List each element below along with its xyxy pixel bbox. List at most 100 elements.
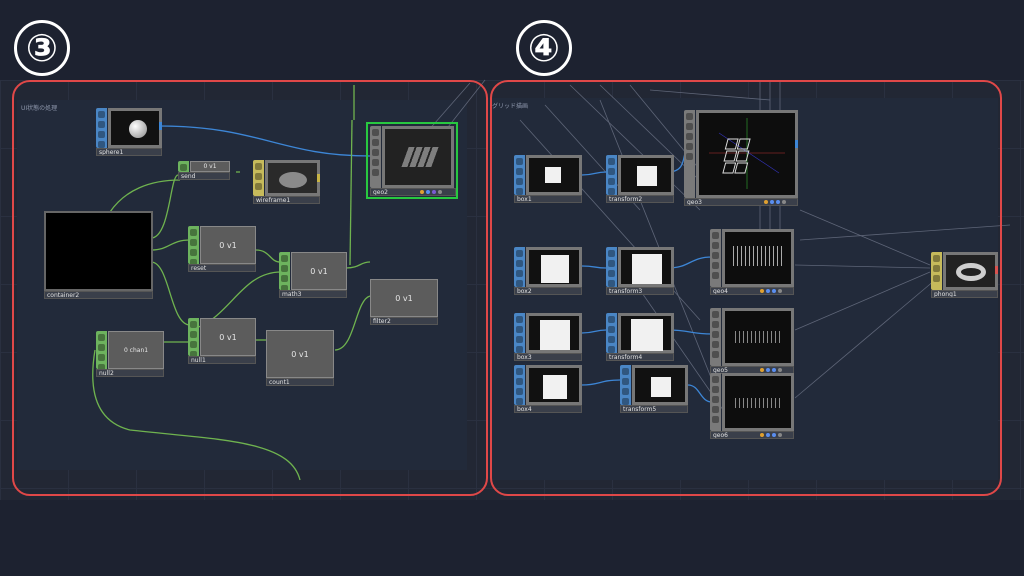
node-geo6[interactable]: geo6 [710, 373, 794, 440]
material-preview-icon [279, 172, 307, 188]
box1-label: box1 [514, 195, 582, 203]
box-preview [543, 375, 567, 399]
geo6-viewer [722, 373, 794, 431]
geo2-viewer [382, 126, 454, 188]
sphere1-output-port[interactable] [159, 122, 162, 130]
geo5-flags [760, 368, 782, 372]
send-label: send [178, 172, 230, 180]
null2-value: 0 chan1 [108, 331, 164, 369]
sphere1-label: sphere1 [96, 148, 162, 156]
box2-label: box2 [514, 287, 582, 295]
node-box2-strip [514, 247, 525, 287]
node-null1[interactable]: 0 v1 null1 [188, 318, 256, 365]
geo6-flags [760, 433, 782, 437]
node-wireframe1[interactable]: wireframe1 [253, 160, 320, 205]
math3-value: 0 v1 [291, 252, 347, 290]
null1-label: null1 [188, 356, 256, 364]
node-geo4[interactable]: geo4 [710, 229, 794, 296]
container2-viewer [44, 211, 153, 291]
step-badge-3: ③ [14, 20, 70, 76]
wireframe1-label: wireframe1 [253, 196, 320, 204]
transform-gizmo-icon [709, 118, 785, 189]
node-send[interactable]: 0 v1 send [178, 161, 230, 183]
geo5-viewer [722, 308, 794, 366]
geo2-flags [420, 190, 442, 194]
node-geo5-strip [710, 308, 721, 366]
node-sphere1[interactable]: sphere1 [96, 108, 162, 156]
node-wireframe1-strip [253, 160, 264, 196]
node-math3-strip [279, 252, 290, 292]
node-box2[interactable]: box2 [514, 247, 582, 296]
node-geo5[interactable]: geo5 [710, 308, 794, 375]
section-3-highlight [12, 80, 488, 496]
geo3-output-port[interactable] [795, 140, 798, 148]
node-null2[interactable]: 0 chan1 null2 [96, 331, 164, 378]
node-phong1[interactable]: phong1 [931, 252, 998, 299]
geo3-viewer [696, 110, 798, 198]
box-preview [631, 319, 663, 351]
transform5-viewer [632, 365, 688, 405]
torus-preview-icon [956, 263, 986, 281]
box-preview [632, 254, 662, 284]
node-phong1-strip [931, 252, 942, 290]
node-transform2-strip [606, 155, 617, 195]
node-box4-strip [514, 365, 525, 405]
node-transform3-strip [606, 247, 617, 287]
box1-viewer [526, 155, 582, 195]
phong1-viewer [943, 252, 998, 290]
bars-geometry-icon [735, 331, 783, 343]
node-box1-strip [514, 155, 525, 195]
node-reset[interactable]: 0 v1 reset [188, 226, 256, 273]
node-transform4[interactable]: transform4 [606, 313, 674, 362]
wireframe1-output-port[interactable] [317, 174, 320, 182]
transform5-label: transform5 [620, 405, 688, 413]
node-transform3[interactable]: transform3 [606, 247, 674, 296]
filter2-value: 0 v1 [370, 279, 438, 317]
send-value: 0 v1 [190, 161, 230, 172]
null2-label: null2 [96, 369, 164, 377]
node-geo3[interactable]: geo3 [684, 110, 798, 208]
node-null1-strip [188, 318, 199, 358]
geo3-flags [764, 200, 786, 204]
node-count1[interactable]: 0 v1 count1 [266, 330, 334, 387]
node-geo3-strip [684, 110, 695, 198]
bars-geometry-icon [733, 246, 785, 266]
node-filter2[interactable]: 0 v1 filter2 [370, 279, 438, 326]
transform3-viewer [618, 247, 674, 287]
box3-label: box3 [514, 353, 582, 361]
node-geo4-strip [710, 229, 721, 287]
node-transform5[interactable]: transform5 [620, 365, 688, 414]
node-send-strip [178, 161, 189, 172]
sphere-icon [129, 120, 147, 138]
node-geo2-strip [370, 126, 381, 188]
phong1-output-port[interactable] [995, 266, 998, 274]
transform3-label: transform3 [606, 287, 674, 295]
node-geo6-strip [710, 373, 721, 431]
node-box1[interactable]: box1 [514, 155, 582, 204]
box-preview [541, 255, 569, 283]
box3-viewer [526, 313, 582, 353]
box-preview [540, 320, 570, 350]
transform2-label: transform2 [606, 195, 674, 203]
grid-geometry-icon [401, 147, 439, 167]
box2-viewer [526, 247, 582, 287]
bars-geometry-icon [735, 398, 783, 408]
node-box3-strip [514, 313, 525, 353]
box4-viewer [526, 365, 582, 405]
node-transform5-strip [620, 365, 631, 405]
node-transform2[interactable]: transform2 [606, 155, 674, 204]
node-container2[interactable]: container2 [44, 211, 153, 300]
node-reset-strip [188, 226, 199, 266]
geo6-label: geo6 [710, 431, 794, 439]
node-box3[interactable]: box3 [514, 313, 582, 362]
count1-value: 0 v1 [266, 330, 334, 378]
node-math3[interactable]: 0 v1 math3 [279, 252, 347, 299]
section-4-highlight [490, 80, 1002, 496]
geo2-label: geo2 [370, 188, 456, 196]
node-geo2[interactable]: geo2 [366, 122, 458, 199]
node-box4[interactable]: box4 [514, 365, 582, 414]
step-badge-4: ④ [516, 20, 572, 76]
box-preview [545, 167, 561, 183]
phong1-label: phong1 [931, 290, 998, 298]
container2-label: container2 [44, 291, 153, 299]
